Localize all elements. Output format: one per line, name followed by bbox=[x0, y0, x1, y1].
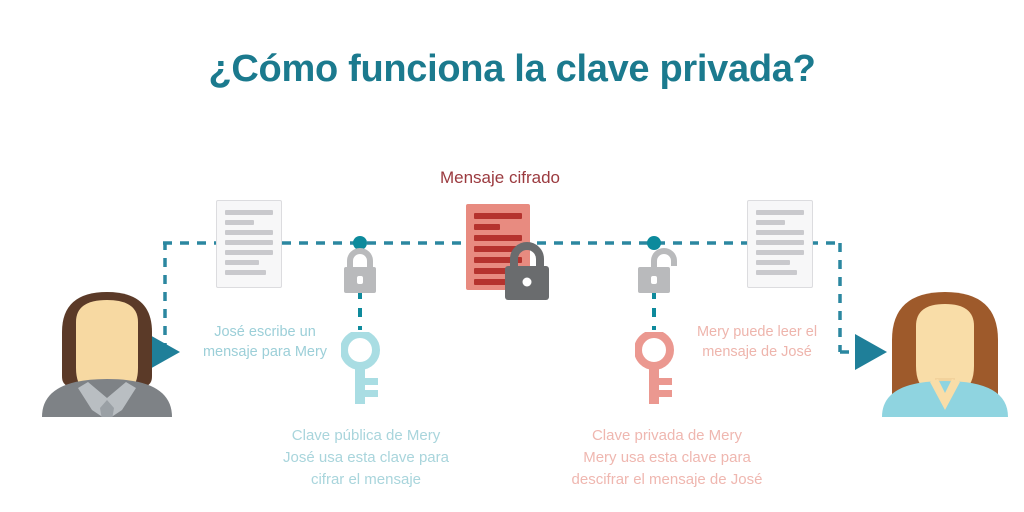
padlock-keyhole bbox=[522, 277, 532, 287]
caption-public-key: Clave pública de Mery José usa esta clav… bbox=[258, 425, 474, 491]
doc-line bbox=[756, 250, 804, 255]
document-plain-left bbox=[216, 200, 282, 288]
doc-line bbox=[225, 220, 254, 225]
doc-line bbox=[474, 235, 522, 241]
doc-line bbox=[756, 230, 804, 235]
padlock-keyhole bbox=[651, 276, 657, 284]
flow-node-public-key bbox=[353, 236, 367, 250]
padlock-keyhole bbox=[357, 276, 363, 284]
arrow-from-jose-icon bbox=[148, 334, 180, 370]
mery-vneck-icon bbox=[930, 379, 960, 410]
doc-line bbox=[756, 270, 797, 275]
arrow-to-mery-icon bbox=[855, 334, 887, 370]
doc-line bbox=[225, 270, 266, 275]
caption-line: Clave pública de Mery bbox=[291, 427, 441, 444]
page-title: ¿Cómo funciona la clave privada? bbox=[208, 48, 816, 90]
key-tooth bbox=[365, 378, 378, 385]
doc-line bbox=[474, 213, 522, 219]
caption-jose-writes: José escribe un mensaje para Mery bbox=[180, 322, 350, 362]
doc-line bbox=[225, 260, 259, 265]
key-tooth bbox=[365, 390, 378, 397]
key-head bbox=[635, 332, 674, 370]
padlock-closed-icon bbox=[344, 248, 376, 293]
doc-line bbox=[474, 279, 522, 285]
doc-line bbox=[225, 240, 273, 245]
doc-line bbox=[756, 220, 785, 225]
caption-line: mensaje para Mery bbox=[202, 344, 328, 360]
key-shaft bbox=[355, 364, 365, 404]
caption-line: Mery puede leer el bbox=[696, 324, 818, 340]
mery-face-icon bbox=[916, 304, 974, 396]
avatar-jose bbox=[42, 292, 172, 417]
doc-line bbox=[756, 260, 790, 265]
doc-line bbox=[474, 246, 522, 252]
jose-tie-icon bbox=[100, 400, 114, 417]
caption-line: José escribe un bbox=[214, 324, 316, 340]
key-public-icon bbox=[341, 332, 380, 404]
key-tooth bbox=[659, 378, 672, 385]
doc-line bbox=[474, 268, 513, 274]
doc-line bbox=[474, 257, 522, 263]
key-private-icon bbox=[635, 332, 674, 404]
avatar-mery bbox=[882, 292, 1008, 417]
doc-line bbox=[756, 240, 804, 245]
doc-line bbox=[225, 250, 273, 255]
caption-line: Clave privada de Mery bbox=[591, 427, 743, 444]
caption-line: Mery usa esta clave para bbox=[583, 449, 751, 466]
caption-line: cifrar el mensaje bbox=[310, 471, 422, 488]
padlock-shackle bbox=[510, 242, 544, 268]
caption-mery-reads: Mery puede leer el mensaje de José bbox=[672, 322, 842, 362]
padlock-open-icon bbox=[638, 248, 677, 293]
caption-line: José usa esta clave para bbox=[283, 449, 449, 466]
padlock-shackle bbox=[347, 248, 373, 268]
encrypted-message-label: Mensaje cifrado bbox=[439, 168, 560, 187]
jose-face-icon bbox=[76, 300, 138, 398]
padlock-encrypted-icon bbox=[505, 242, 549, 300]
doc-line bbox=[225, 210, 273, 215]
caption-line: mensaje de José bbox=[702, 344, 812, 360]
caption-line: descifrar el mensaje de José bbox=[571, 471, 763, 488]
caption-private-key: Clave privada de Mery Mery usa esta clav… bbox=[532, 425, 802, 491]
doc-line bbox=[756, 210, 804, 215]
key-shaft bbox=[649, 364, 659, 404]
doc-line bbox=[474, 224, 501, 230]
padlock-shackle-open bbox=[651, 248, 677, 268]
document-plain-right bbox=[747, 200, 813, 288]
jose-collar-icon bbox=[78, 382, 136, 417]
doc-line bbox=[225, 230, 273, 235]
key-tooth bbox=[659, 390, 672, 397]
flow-node-private-key bbox=[647, 236, 661, 250]
